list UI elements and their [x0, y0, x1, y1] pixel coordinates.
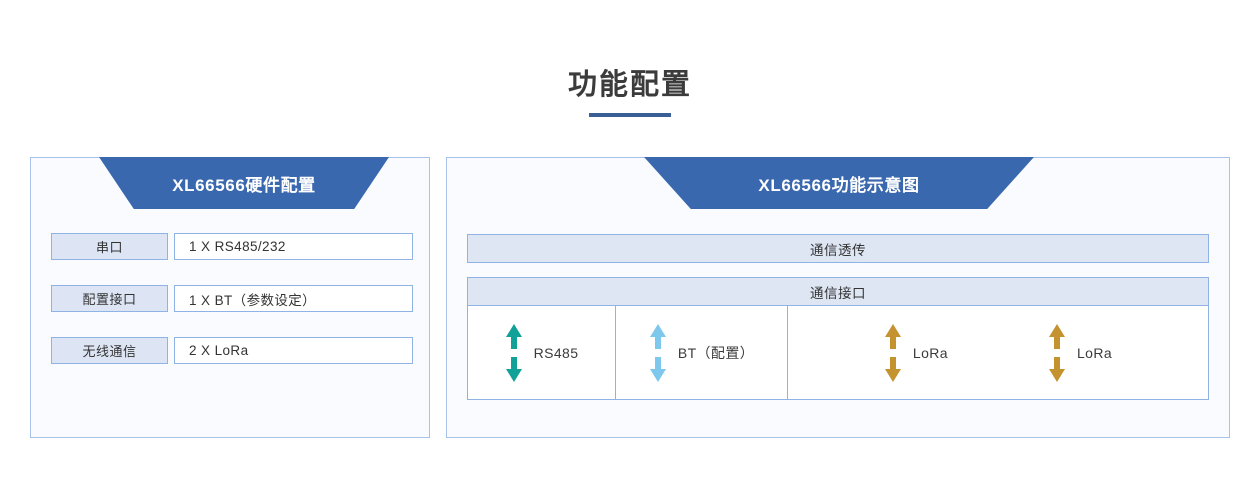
interface-cell-rs485: RS485	[468, 306, 616, 399]
interface-label-bt: BT（配置）	[677, 344, 755, 361]
title-underline	[589, 113, 671, 117]
table-row: 无线通信 2 X LoRa	[51, 337, 413, 364]
table-row: 配置接口 1 X BT（参数设定）	[51, 285, 413, 312]
double-arrow-vertical-icon	[505, 323, 523, 382]
interface-label-lora-2: LoRa	[1077, 344, 1113, 361]
row-label-serial-port: 串口	[51, 233, 168, 260]
row-label-config-interface: 配置接口	[51, 285, 168, 312]
interface-label-lora-1: LoRa	[912, 344, 948, 361]
interface-cell-bt: BT（配置）	[616, 306, 788, 399]
function-diagram-panel: XL66566功能示意图 通信透传 通信接口 RS485	[446, 157, 1230, 438]
double-arrow-vertical-icon	[884, 323, 902, 382]
double-arrow-vertical-icon	[649, 323, 667, 382]
hardware-config-banner-title: XL66566硬件配置	[172, 175, 316, 195]
row-label-wireless-comm: 无线通信	[51, 337, 168, 364]
interface-cell-lora: LoRa LoRa	[788, 306, 1208, 399]
interface-item-lora-1: LoRa	[884, 323, 948, 382]
hardware-config-table: 串口 1 X RS485/232 配置接口 1 X BT（参数设定） 无线通信 …	[51, 233, 413, 364]
row-value-wireless-comm: 2 X LoRa	[174, 337, 413, 364]
table-row: 串口 1 X RS485/232	[51, 233, 413, 260]
interface-item-bt: BT（配置）	[649, 323, 755, 382]
row-value-serial-port: 1 X RS485/232	[174, 233, 413, 260]
interface-item-lora-2: LoRa	[1048, 323, 1113, 382]
interface-label-rs485: RS485	[533, 344, 579, 361]
function-diagram: 通信透传 通信接口 RS485	[467, 234, 1209, 400]
function-diagram-banner: XL66566功能示意图	[644, 157, 1034, 209]
hardware-config-banner: XL66566硬件配置	[99, 157, 389, 209]
interface-cells: RS485 BT（配置）	[467, 306, 1209, 400]
function-diagram-banner-title: XL66566功能示意图	[758, 175, 920, 195]
double-arrow-vertical-icon	[1048, 323, 1066, 382]
interface-bar: 通信接口	[467, 277, 1209, 306]
interface-item-rs485: RS485	[505, 323, 579, 382]
page-title-block: 功能配置	[0, 66, 1260, 117]
row-value-config-interface: 1 X BT（参数设定）	[174, 285, 413, 312]
page-title: 功能配置	[567, 69, 692, 101]
passthrough-bar: 通信透传	[467, 234, 1209, 263]
hardware-config-panel: XL66566硬件配置 串口 1 X RS485/232 配置接口 1 X BT…	[30, 157, 430, 438]
